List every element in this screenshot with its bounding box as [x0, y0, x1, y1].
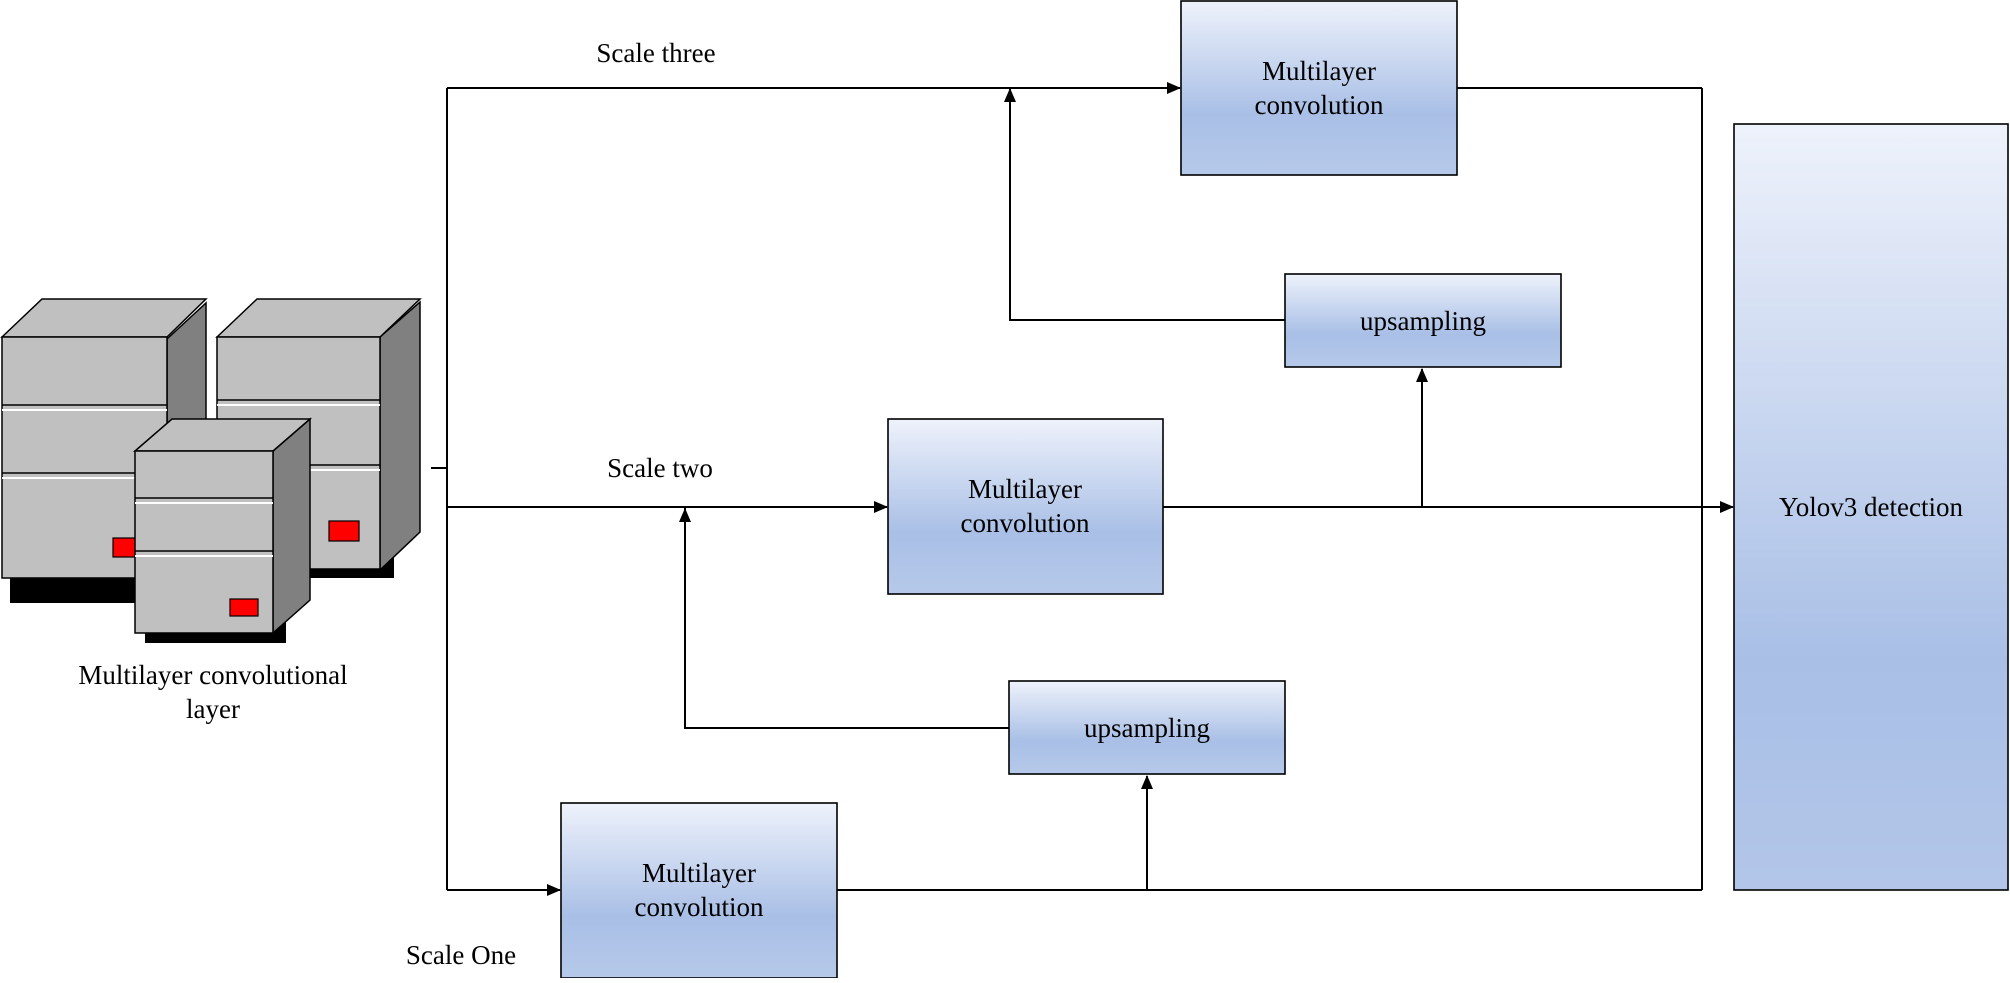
server-front: [132, 417, 313, 643]
conv-top-line2: convolution: [1255, 90, 1384, 120]
server-caption-line2: layer: [186, 694, 240, 724]
server-rack-icon: [0, 298, 422, 643]
detection-box: Yolov3 detection: [1733, 123, 2009, 891]
upper-upsampling-return: [1009, 90, 1285, 321]
conv-bottom-line2: convolution: [635, 892, 764, 922]
upsampling-bottom-box: upsampling: [1008, 680, 1286, 775]
connectors: [431, 82, 1734, 896]
upsampling-bottom-label: upsampling: [1084, 713, 1210, 743]
scale-one-label: Scale One: [406, 940, 516, 970]
conv-top-line1: Multilayer: [1262, 56, 1376, 86]
upsampling-top-box: upsampling: [1284, 273, 1562, 368]
conv-mid-box: Multilayer convolution: [887, 418, 1164, 595]
conv-bottom-box: Multilayer convolution: [560, 802, 838, 979]
conv-mid-line2: convolution: [961, 508, 1090, 538]
upsampling-top-label: upsampling: [1360, 306, 1486, 336]
conv-bottom-line1: Multilayer: [642, 858, 756, 888]
scale-three-label: Scale three: [596, 38, 715, 68]
conv-top-box: Multilayer convolution: [1180, 0, 1458, 176]
lower-upsampling-return: [684, 508, 1009, 729]
conv-mid-line1: Multilayer: [968, 474, 1082, 504]
detection-label: Yolov3 detection: [1779, 492, 1964, 522]
server-caption-line1: Multilayer convolutional: [78, 660, 347, 690]
scale-two-label: Scale two: [607, 453, 713, 483]
